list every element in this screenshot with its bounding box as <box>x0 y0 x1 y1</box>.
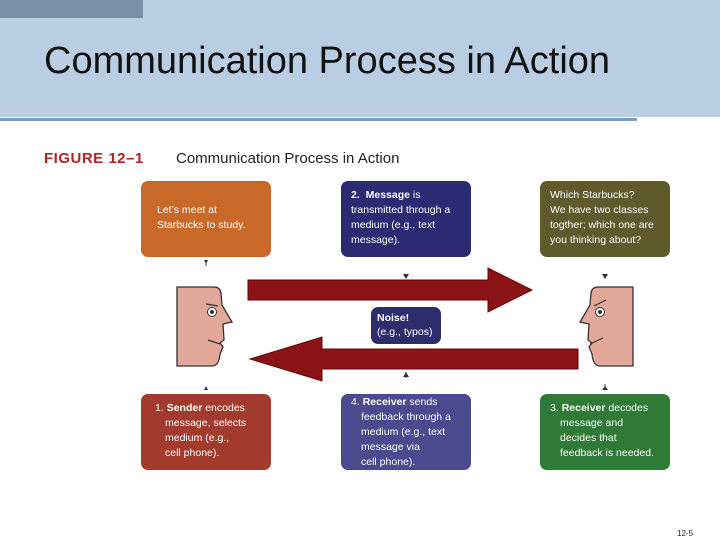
meet-line-2: Starbucks to study. <box>157 219 246 231</box>
sender-line-4: cell phone). <box>165 447 220 459</box>
sender-face-icon <box>176 286 234 367</box>
decode-keyword: Receiver <box>561 402 606 414</box>
sender-line-2: message, selects <box>165 417 247 429</box>
page-number: 12-5 <box>677 529 694 538</box>
which-line-2: We have two classes <box>550 204 649 216</box>
message-transmitted-box: 2. Message is transmitted through a medi… <box>341 181 471 257</box>
receiver-face-icon <box>578 286 634 367</box>
sender-line-3: medium (e.g., <box>165 432 230 444</box>
message-number: 2. <box>351 189 360 201</box>
message-line-1: 2. Message is <box>351 188 463 203</box>
decode-line-1-rest: decodes <box>605 402 649 414</box>
feedback-number: 4. <box>351 396 360 408</box>
which-line-1: Which Starbucks? <box>550 189 635 201</box>
feedback-line-1-rest: sends <box>406 396 438 408</box>
message-line-4: message). <box>351 234 401 246</box>
slide-title: Communication Process in Action <box>44 40 611 82</box>
header-rule <box>0 118 637 121</box>
message-arrow <box>247 267 534 313</box>
feedback-line-3: medium (e.g., text <box>361 426 446 438</box>
message-keyword: Message <box>365 189 410 201</box>
sender-line-1: 1. Sender encodes <box>155 401 263 416</box>
figure-title: Communication Process in Action <box>176 150 400 167</box>
sender-keyword: Sender <box>166 402 203 414</box>
receiver-decodes-box: 3. Receiver decodes message and decides … <box>540 394 670 470</box>
receiver-sends-feedback-box: 4. Receiver sends feedback through a med… <box>341 394 471 470</box>
decode-number: 3. <box>550 402 559 414</box>
which-line-4: you thinking about? <box>550 234 642 246</box>
header-band <box>0 0 720 117</box>
feedback-arrow <box>248 336 579 382</box>
message-line-3: medium (e.g., text <box>351 219 436 231</box>
noise-box: Noise! (e.g., typos) <box>371 307 441 344</box>
decode-line-1: 3. Receiver decodes <box>550 401 662 416</box>
figure-label: FIGURE 12–1 <box>44 150 144 167</box>
meet-line-1: Let’s meet at <box>157 204 217 216</box>
sender-line-1-rest: encodes <box>202 402 245 414</box>
decode-line-4: feedback is needed. <box>560 447 654 459</box>
feedback-keyword: Receiver <box>362 396 407 408</box>
which-line-3: togther; which one are <box>550 219 654 231</box>
header-tab <box>0 0 143 18</box>
noise-keyword: Noise! <box>377 312 410 324</box>
connector-ticks <box>204 260 608 390</box>
feedback-line-1: 4. Receiver sends <box>351 395 463 410</box>
which-starbucks-box: Which Starbucks? We have two classes tog… <box>540 181 670 257</box>
feedback-line-2: feedback through a <box>361 411 451 423</box>
message-line-1-rest: is <box>409 189 421 201</box>
message-line-2: transmitted through a <box>351 204 451 216</box>
feedback-line-4: message via <box>361 441 420 453</box>
sender-encodes-box: 1. Sender encodes message, selects mediu… <box>141 394 271 470</box>
feedback-line-5: cell phone). <box>361 456 416 468</box>
sender-number: 1. <box>155 402 164 414</box>
meet-at-starbucks-box: Let’s meet at Starbucks to study. <box>141 181 271 257</box>
decode-line-2: message and <box>560 417 624 429</box>
noise-line-2: (e.g., typos) <box>377 326 433 338</box>
decode-line-3: decides that <box>560 432 617 444</box>
